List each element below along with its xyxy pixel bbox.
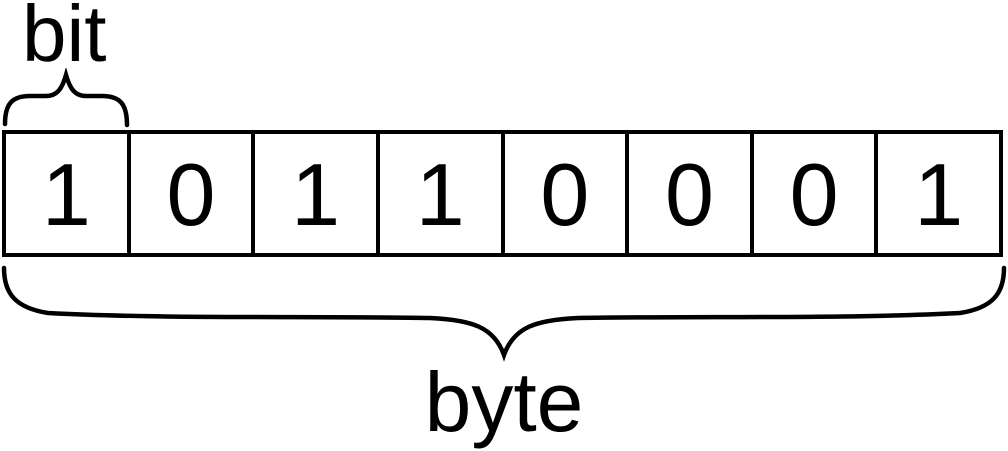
bit-value: 1: [291, 144, 341, 244]
bit-cell: 1: [375, 134, 501, 253]
byte-brace-icon: [1, 265, 1007, 362]
bit-cell: 1: [6, 134, 127, 253]
bit-cell: 0: [749, 134, 875, 253]
bit-cell: 0: [625, 134, 750, 253]
bit-value: 0: [166, 144, 216, 244]
bit-value: 1: [41, 144, 91, 244]
bit-label: bit: [22, 0, 107, 78]
bit-brace-icon: [2, 68, 130, 128]
bit-cell: 1: [251, 134, 376, 253]
bit-value: 1: [415, 144, 465, 244]
bit-cell: 0: [126, 134, 252, 253]
bit-cell: 1: [874, 134, 999, 253]
bit-value: 1: [914, 144, 964, 244]
bit-value: 0: [540, 144, 590, 244]
bit-cell: 0: [500, 134, 626, 253]
bit-value: 0: [789, 144, 839, 244]
byte-label: byte: [424, 355, 584, 449]
bit-value: 0: [664, 144, 714, 244]
